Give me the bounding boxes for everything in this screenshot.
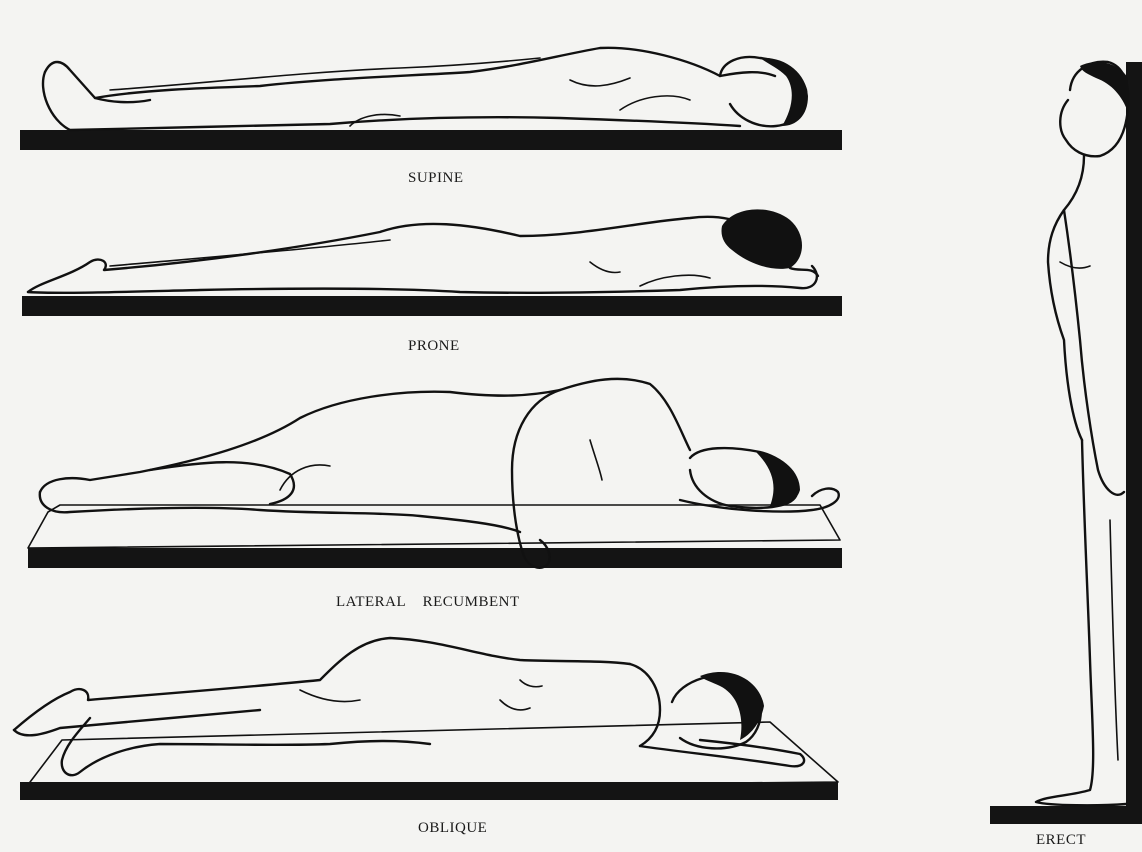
oblique-table xyxy=(20,782,838,800)
erect-label: ERECT xyxy=(1036,832,1086,849)
erect-figure xyxy=(990,62,1142,824)
prone-table xyxy=(22,296,842,316)
oblique-label: OBLIQUE xyxy=(418,820,487,837)
erect-floor xyxy=(990,806,1142,824)
prone-label: PRONE xyxy=(408,338,460,355)
erect-wall xyxy=(1126,62,1142,822)
prone-figure xyxy=(22,209,842,316)
lateral-table xyxy=(28,548,842,568)
oblique-figure xyxy=(14,638,838,800)
supine-label: SUPINE xyxy=(408,170,464,187)
lateral-recumbent-label: LATERAL RECUMBENT xyxy=(336,594,520,611)
supine-figure xyxy=(20,48,842,150)
lateral-recumbent-figure xyxy=(28,379,842,568)
supine-table xyxy=(20,130,842,150)
